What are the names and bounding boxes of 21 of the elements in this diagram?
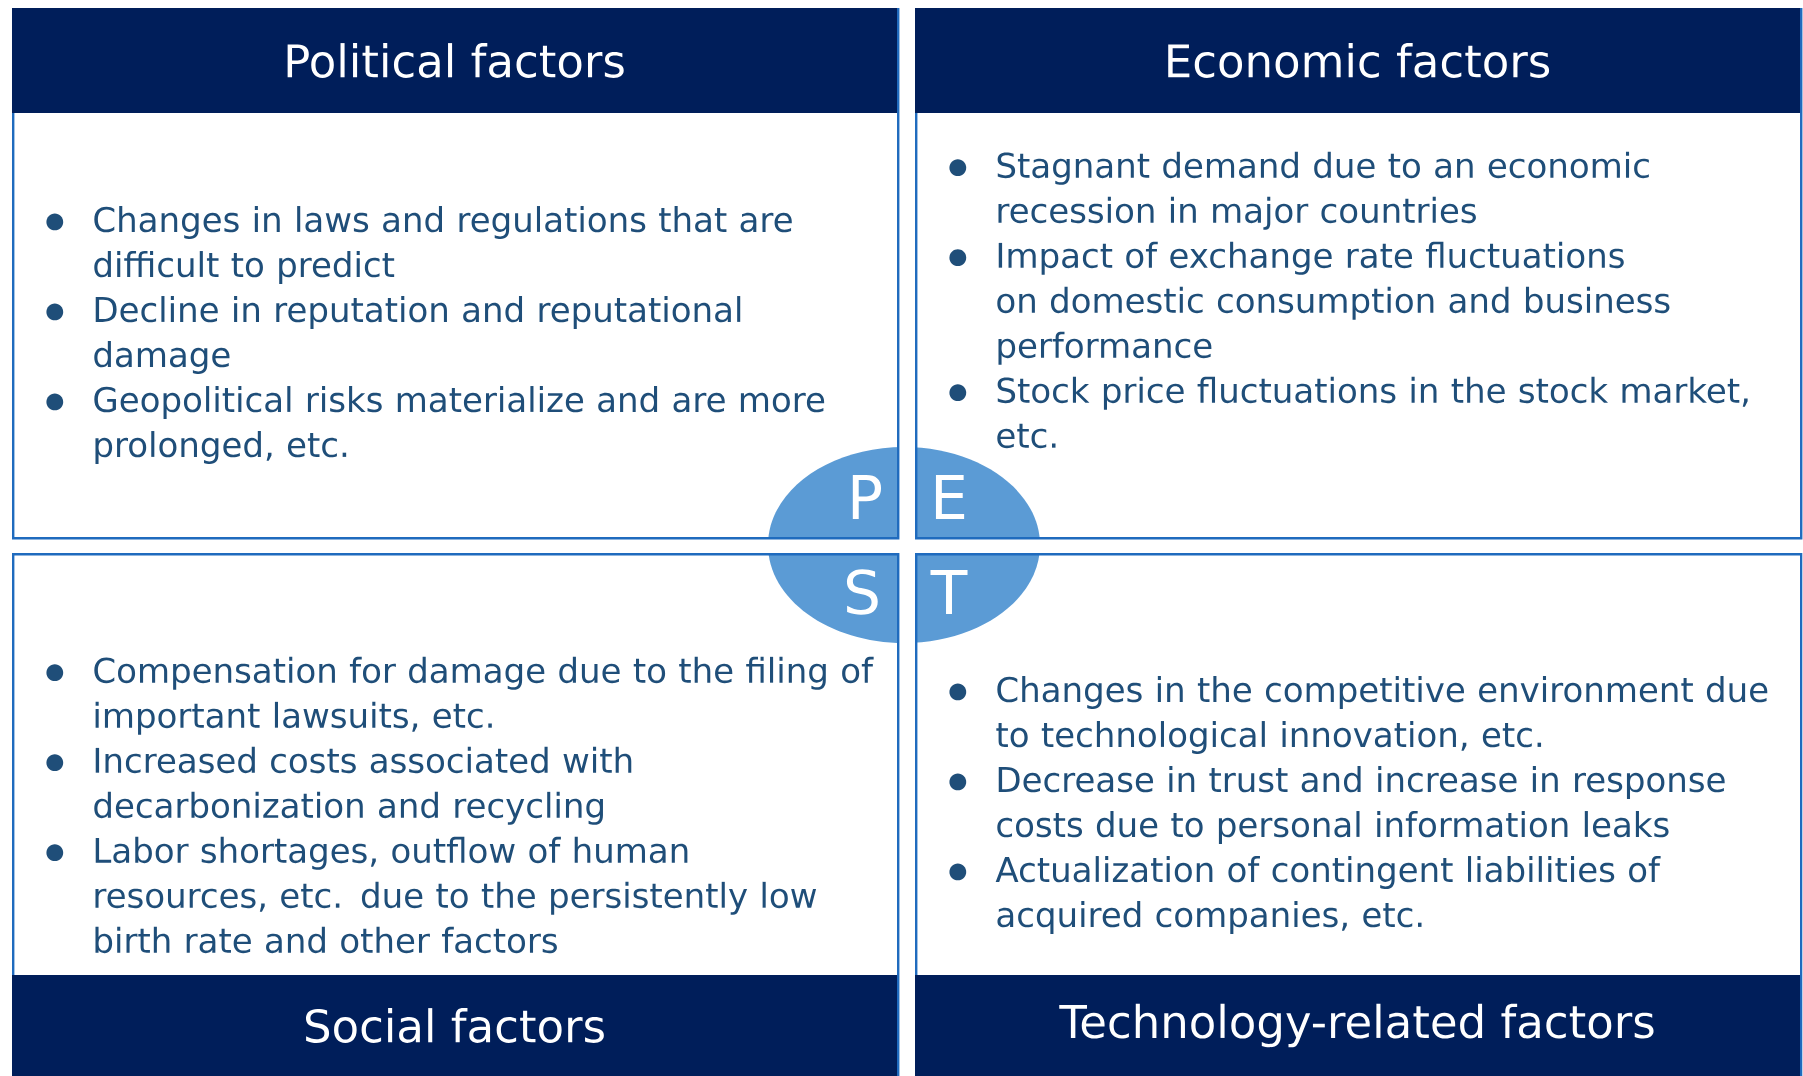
quadrant-letter: E: [935, 475, 965, 519]
header-band: Economic factors: [915, 8, 1800, 113]
bullet-item: Decline in reputation and reputational damage: [46, 296, 741, 374]
bullet-item: Actualization of contingent liabilities of acquired companies, etc.: [949, 856, 1661, 934]
bullet-item: Stagnant demand due to an economic recession in major countries: [949, 151, 1649, 230]
pest-ellipse: [768, 447, 1040, 643]
header-band: Political factors: [12, 8, 897, 113]
quadrant-letter: P: [852, 475, 882, 519]
quadrant-letter: S: [846, 569, 878, 615]
quadrant-letter: T: [930, 570, 968, 614]
bullet-item: Changes in the competitive environment due to technological innovation, etc.: [949, 676, 1768, 754]
bullet-item: Labor shortages, outflow of human resources, etc. due to the persistently low birth rate and other factors: [46, 836, 817, 954]
bullet-item: Geopolitical risks materialize and are more prolonged, etc.: [46, 386, 825, 464]
bullet-item: Compensation for damage due to the filing of important lawsuits, etc.: [46, 656, 874, 735]
bullet-item: Decrease in trust and increase in response costs due to personal information leaks: [949, 766, 1725, 844]
bullet-item: Impact of exchange rate fluctuations on domestic consumption and business performance: [949, 241, 1670, 365]
header-band: Technology-related factors: [915, 975, 1800, 1076]
bullet-item: Increased costs associated with decarbonization and recycling: [46, 746, 632, 825]
header-band: Social factors: [12, 975, 897, 1076]
bullet-item: Stock price fluctuations in the stock market, etc.: [949, 376, 1748, 449]
bullet-item: Changes in laws and regulations that are difficult to predict: [46, 206, 792, 284]
